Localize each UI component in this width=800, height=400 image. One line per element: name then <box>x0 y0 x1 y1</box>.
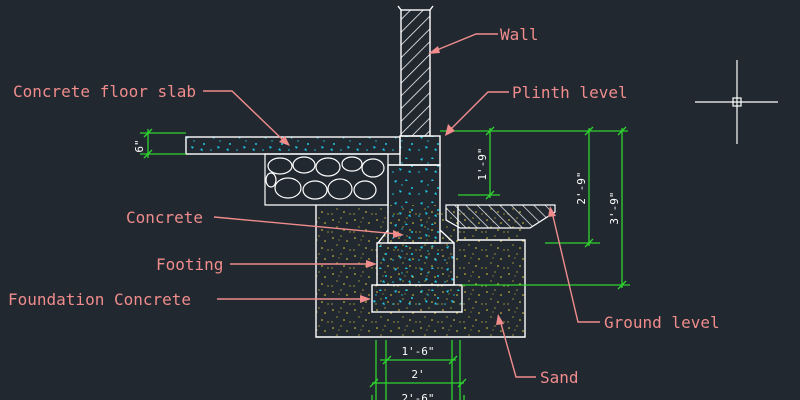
dimension-lines <box>140 126 630 400</box>
dim-plinth-to-ground: 2'-9" <box>575 171 588 204</box>
footing-block <box>376 242 455 286</box>
label-ground-level: Ground level <box>604 313 720 332</box>
label-wall: Wall <box>500 25 539 44</box>
label-plinth-level: Plinth level <box>512 83 628 102</box>
label-sand: Sand <box>540 368 579 387</box>
dim-plinth-to-foundation: 3'-9" <box>608 191 621 224</box>
rubble-soling <box>264 153 389 206</box>
foundation-concrete-block <box>371 284 463 313</box>
label-leaders <box>203 33 600 378</box>
wall <box>400 9 431 137</box>
concrete-floor-slab <box>185 136 401 155</box>
crosshair-cursor-icon <box>695 60 778 144</box>
ground-surface <box>445 204 556 229</box>
label-concrete: Concrete <box>126 208 203 227</box>
label-concrete-floor-slab: Concrete floor slab <box>13 82 196 101</box>
dim-slab-thickness: 6" <box>133 139 146 152</box>
dim-overall-width: 2'-6" <box>401 392 434 400</box>
plinth-beam <box>399 135 441 166</box>
dim-plinth-to-footing: 1'-9" <box>476 147 489 180</box>
dim-foundation-width: 2' <box>411 368 424 381</box>
label-foundation-concrete: Foundation Concrete <box>8 290 191 309</box>
label-footing: Footing <box>156 255 223 274</box>
dim-footing-width: 1'-6" <box>401 345 434 358</box>
